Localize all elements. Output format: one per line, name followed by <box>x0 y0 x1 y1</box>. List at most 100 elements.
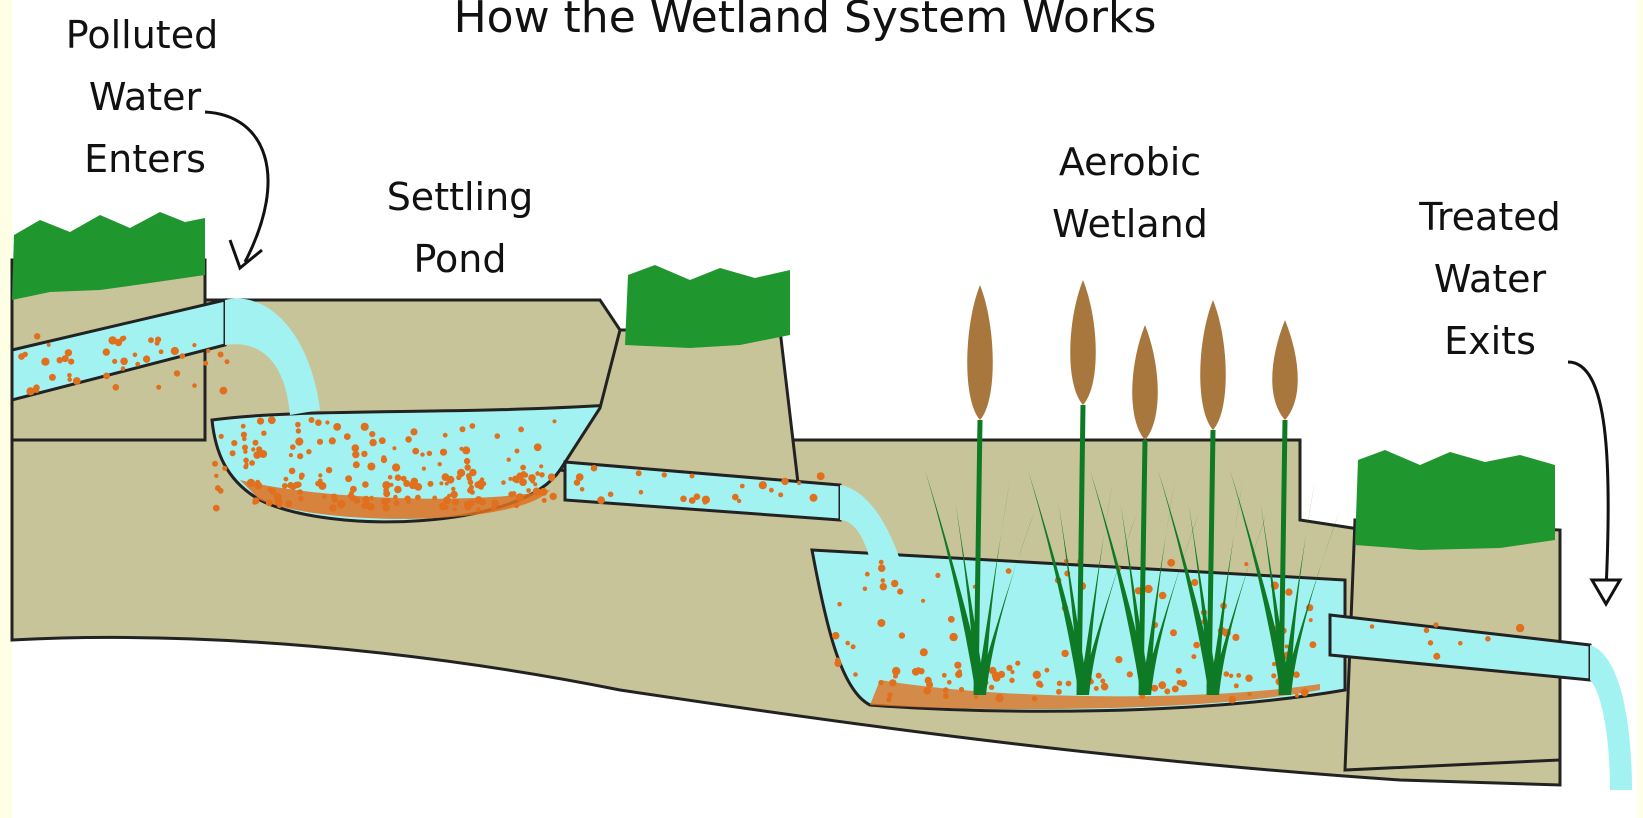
pollutant-dot <box>470 423 476 429</box>
pollutant-dot <box>879 560 884 565</box>
pollutant-dot <box>113 384 120 391</box>
label-settling-2: Pond <box>413 237 506 281</box>
pollutant-dot <box>474 481 481 488</box>
pollutant-dot <box>295 482 301 488</box>
pollutant-dot <box>769 488 774 493</box>
pollutant-dot <box>411 478 419 486</box>
pollutant-dot <box>361 451 367 457</box>
pollutant-dot <box>219 434 224 439</box>
pollutant-dot <box>65 349 72 356</box>
pollutant-dot <box>1285 588 1292 595</box>
pollutant-dot <box>362 481 369 488</box>
pollutant-dot <box>1236 673 1241 678</box>
pollutant-dot <box>392 446 396 450</box>
label-outlet-1: Treated <box>1418 195 1560 239</box>
pollutant-dot <box>995 694 1003 702</box>
pollutant-dot <box>732 494 739 501</box>
pollutant-dot <box>412 448 419 455</box>
pollutant-dot <box>518 427 524 433</box>
pollutant-dot <box>878 680 883 685</box>
pollutant-dot <box>247 479 255 487</box>
pollutant-dot <box>261 431 266 436</box>
pollutant-dot <box>899 632 905 638</box>
pollutant-dot <box>1433 622 1438 627</box>
pollutant-dot <box>385 498 390 503</box>
pollutant-dot <box>1310 641 1317 648</box>
pollutant-dot <box>535 471 540 476</box>
pollutant-dot <box>67 373 72 378</box>
pollutant-dot <box>887 692 892 697</box>
pollutant-dot <box>550 477 555 482</box>
pollutant-dot <box>1428 640 1433 645</box>
pollutant-dot <box>959 687 964 692</box>
pollutant-dot <box>382 481 390 489</box>
pollutant-dot <box>394 500 400 506</box>
label-inlet-3: Enters <box>84 137 206 181</box>
pollutant-dot <box>974 695 978 699</box>
pollutant-dot <box>394 486 402 494</box>
pollutant-dot <box>912 668 920 676</box>
pollutant-dot <box>954 662 961 669</box>
label-inlet-1: Polluted <box>66 13 218 57</box>
pollutant-dot <box>1032 696 1038 702</box>
pollutant-dot <box>881 578 886 583</box>
pollutant-dot <box>428 481 434 487</box>
pollutant-dot <box>889 679 896 686</box>
pollutant-dot <box>520 465 526 471</box>
pollutant-dot <box>832 632 840 640</box>
pollutant-dot <box>257 418 264 425</box>
pollutant-dot <box>689 497 696 504</box>
pollutant-dot <box>242 437 247 442</box>
pollutant-dot <box>133 353 138 358</box>
pollutant-dot <box>1159 592 1167 600</box>
pollutant-dot <box>306 449 311 454</box>
pollutant-dot <box>297 489 303 495</box>
pollutant-dot <box>526 488 531 493</box>
pollutant-dot <box>491 500 499 508</box>
pollutant-dot <box>1301 688 1309 696</box>
pollutant-dot <box>1151 685 1158 692</box>
pollutant-dot <box>443 433 448 438</box>
pollutant-dot <box>47 343 51 347</box>
pollutant-dot <box>1006 568 1012 574</box>
pollutant-dot <box>516 493 524 501</box>
pollutant-dot <box>1061 650 1068 657</box>
pollutant-dot <box>1424 628 1430 634</box>
pollutant-dot <box>383 504 390 511</box>
pollutant-dot <box>1015 661 1020 666</box>
pollutant-dot <box>877 619 885 627</box>
pollutant-dot <box>404 496 410 502</box>
pollutant-dot <box>880 583 887 590</box>
pollutant-dot <box>897 589 903 595</box>
pollutant-dot <box>268 487 273 492</box>
pollutant-dot <box>298 496 303 501</box>
pollutant-dot <box>381 457 387 463</box>
pollutant-dot <box>251 447 255 451</box>
pollutant-dot <box>253 440 259 446</box>
pollutant-dot <box>797 481 801 485</box>
pollutant-dot <box>1309 618 1313 622</box>
pollutant-dot <box>1172 685 1179 692</box>
pollutant-dot <box>576 473 584 481</box>
pollutant-dot <box>143 355 150 362</box>
pollutant-dot <box>442 473 450 481</box>
pollutant-dot <box>171 347 179 355</box>
pollutant-dot <box>845 641 850 646</box>
pollutant-dot <box>1248 692 1252 696</box>
pollutant-dot <box>68 359 74 365</box>
pollutant-dot <box>690 474 695 479</box>
pollutant-dot <box>309 417 315 423</box>
pollutant-dot <box>266 499 273 506</box>
pollutant-dot <box>1177 680 1183 686</box>
pollutant-dot <box>352 444 360 452</box>
pollutant-dot <box>878 564 886 572</box>
pollutant-dot <box>608 492 614 498</box>
pollutant-dot <box>415 495 421 501</box>
pollutant-dot <box>1101 683 1109 691</box>
pollutant-dot <box>1127 671 1133 677</box>
pollutant-dot <box>329 504 337 512</box>
pollutant-dot <box>460 426 466 432</box>
pollutant-dot <box>1010 670 1014 674</box>
pollutant-dot <box>662 472 667 477</box>
pollutant-dot <box>817 472 825 480</box>
